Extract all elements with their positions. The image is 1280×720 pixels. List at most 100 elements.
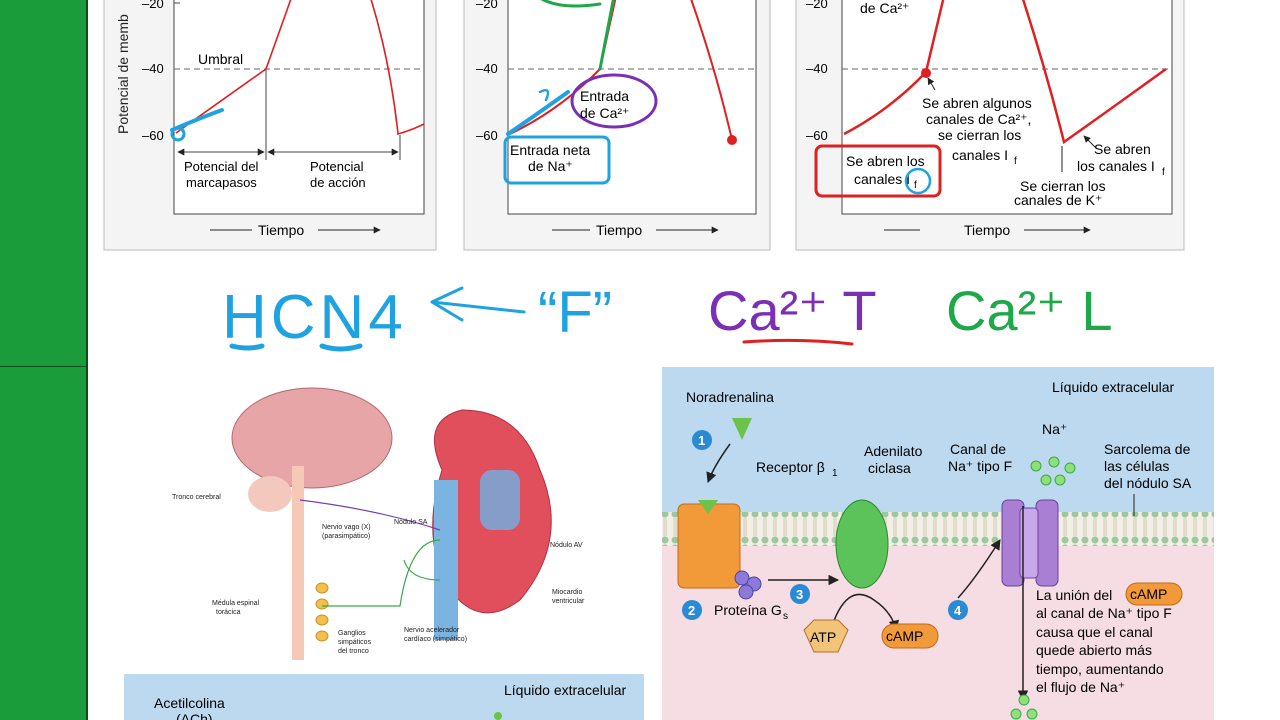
na-label: Na⁺ [1042,421,1067,437]
sarcolemma-label-2: las células [1104,458,1169,474]
label-accel-1: Nervio acelerador [404,627,460,634]
svg-text:2: 2 [688,603,695,618]
label-sa-node: Nódulo SA [394,519,428,526]
atp-icon [803,619,849,653]
binding-text-6: el flujo de Na⁺ [1036,679,1125,695]
anatomy-illustration: Tronco cerebral Nervio vago (X) (parasim… [172,387,585,660]
svg-text:s: s [783,611,788,622]
tick-40: –40 [476,61,498,76]
camp-label: cAMP [886,628,923,644]
note-f: “F” [538,280,612,345]
binding-text-1: La unión del [1036,587,1112,603]
ach-label-2: (ACh) [176,711,213,720]
membrane-trace [509,0,733,141]
graph-ion-flows: –20 –40 –60 Entrada de Ca²⁺ Entrada neta… [463,0,771,251]
step-2-badge [682,600,702,620]
binding-text-2: al canal de Na⁺ tipo F [1036,605,1172,621]
sidebar [0,0,88,720]
step-4-badge [948,600,968,620]
brain-icon [231,387,393,489]
panel-title: Líquido extracelular [504,682,627,698]
handwritten-notes: HCN4 “F” Ca²⁺ T Ca²⁺ L [222,279,1113,352]
ca-open-2: canales de Ca²⁺, [926,111,1031,127]
step-1-badge [692,430,712,450]
pacemaker-label-2: marcapasos [186,175,257,190]
beta1-signaling-diagram: Líquido extracelular Noradrenalina 1 Rec… [662,367,1214,720]
label-ganglia-1: Ganglios [338,630,366,637]
lecture-canvas[interactable]: Potencial de memb –20 –40 –60 Umbral Pot… [88,0,1280,720]
binding-text-3: causa que el canal [1036,624,1153,640]
step-3-badge [790,584,810,604]
binding-text-5: tiempo, aumentando [1036,661,1164,677]
top-label: de Ca²⁺ [860,0,909,16]
na-ions-icon [1010,456,1076,720]
svg-text:1: 1 [832,468,838,479]
note-ca-t: Ca²⁺ T [708,279,877,342]
label-accel-2: cardíaco (simpático) [404,636,467,643]
svg-text:1: 1 [698,433,705,448]
k-close-1: Se cierran los [1020,178,1106,194]
label-ganglia-3: del tronco [338,648,369,655]
tick-60: –60 [806,128,828,143]
graph-pacemaker-potential: Potencial de memb –20 –40 –60 Umbral Pot… [103,0,437,251]
label-vagus-2: (parasimpático) [322,533,370,540]
f-channel-icon [1001,499,1059,587]
label-spinal-1: Médula espinal [212,600,260,607]
note-ca-l: Ca²⁺ L [946,279,1113,342]
action-label-2: de acción [310,175,366,190]
label-spinal-2: torácica [216,609,241,616]
tick-60: –60 [142,128,164,143]
ach-membrane-panel: Líquido extracelular Acetilcolina (ACh) [124,674,644,720]
svg-text:3: 3 [796,587,803,602]
receptor-label: Receptor β [756,459,825,475]
tick-20: –20 [476,0,498,11]
label-brainstem: Tronco cerebral [172,494,221,501]
pacemaker-label-1: Potencial del [184,159,259,174]
binding-camp-label: cAMP [1130,586,1167,602]
sarcolemma-label-1: Sarcolema de [1104,441,1191,457]
adenylate-cyclase-icon [835,499,889,589]
atp-label: ATP [810,629,836,645]
na-entry-2: de Na⁺ [528,158,573,174]
if-open-b-2: los canales I [1077,158,1155,174]
ca-open-1: Se abren algunos [922,95,1032,111]
sidebar-divider [0,366,86,367]
label-myocardium-2: ventricular [552,598,585,605]
xaxis-label: Tiempo [596,222,642,238]
xaxis-label: Tiempo [258,222,304,238]
if-open-b-1: Se abren [1094,141,1151,157]
xaxis-label: Tiempo [964,222,1010,238]
svg-text:4: 4 [954,603,962,618]
tick-20: –20 [142,0,164,11]
tick-60: –60 [476,128,498,143]
noradrenaline-label: Noradrenalina [686,389,774,405]
ca-entry-2: de Ca²⁺ [580,105,629,121]
ca-open-4: canales I [952,147,1008,163]
channel-label-1: Canal de [950,441,1006,457]
tick-20: –20 [806,0,828,11]
graph-channel-events: –20 –40 –60 de Ca²⁺ Se abren algunos can… [795,0,1185,251]
extracellular-label: Líquido extracelular [1052,379,1175,395]
if-open-1: Se abren los [846,153,925,169]
na-entry-1: Entrada neta [510,142,590,158]
subscript-f: f [1014,156,1017,167]
channel-label-2: Na⁺ tipo F [948,458,1012,474]
label-ganglia-2: simpáticos [338,639,372,646]
action-label-1: Potencial [310,159,364,174]
note-hcn4: HCN4 [222,283,407,352]
threshold-label: Umbral [198,51,243,67]
g-protein-icon [734,570,762,600]
camp-badge [881,623,939,649]
label-myocardium-1: Miocardio [552,589,582,596]
tick-40: –40 [806,61,828,76]
ca-entry-1: Entrada [580,88,629,104]
yaxis-label: Potencial de memb [115,14,131,134]
ca-open-3: se cierran los [938,127,1021,143]
if-open-2: canales I [854,171,910,187]
protein-label: Proteína G [714,602,782,618]
k-close-2: canales de K⁺ [1014,192,1102,208]
label-vagus-1: Nervio vago (X) [322,524,371,531]
label-av-node: Nódulo AV [550,542,583,549]
ach-label-1: Acetilcolina [154,695,225,711]
receptor-icon [677,503,741,589]
